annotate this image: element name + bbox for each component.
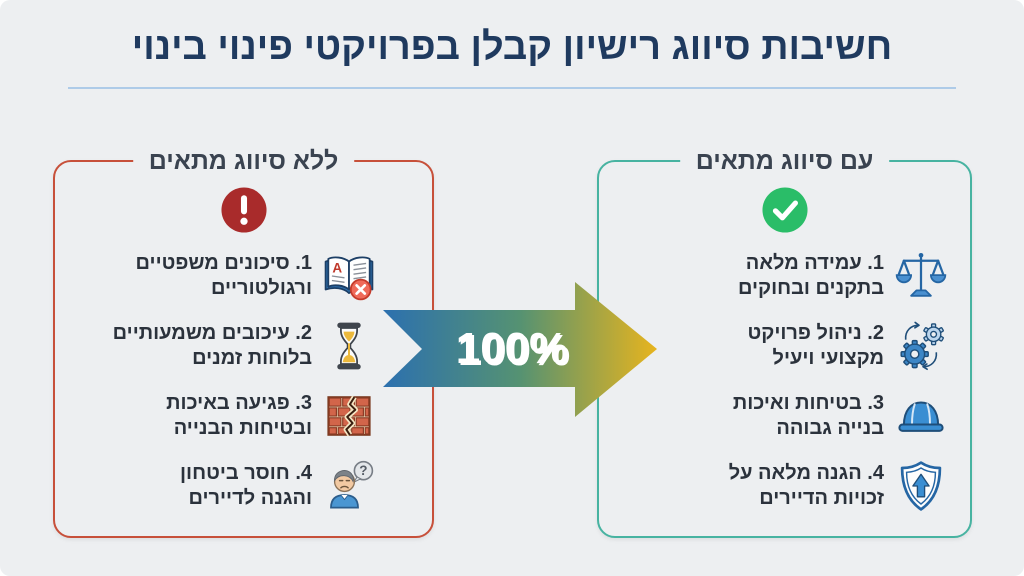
check-icon <box>761 187 808 233</box>
list-item-text: 1. סיכונים משפטיים ורגולטוריים <box>135 252 312 299</box>
arrow-label-shadow: 100% <box>458 326 571 375</box>
arrow-100-percent: 100% 100% <box>383 282 657 417</box>
list-item: 2. עיכובים משמעותיים בלוחות זמנים <box>55 317 432 375</box>
list-item-text: 1. עמידה מלאה בתקנים ובחוקים <box>737 252 884 299</box>
panel-with-classification: עם סיווג מתאים <box>597 144 972 538</box>
list-item: 3. בטיחות ואיכות בנייה גבוהה <box>599 387 970 445</box>
list-item-text: 2. ניהול פרויקט מקצועי ויעיל <box>747 322 884 369</box>
list-item: 4. הגנה מלאה על זכויות הדיירים <box>599 457 970 515</box>
list-item-text: 4. חוסר ביטחון והגנה לדיירים <box>180 462 312 509</box>
list-item-text: 3. פגיעה באיכות ובטיחות הבנייה <box>166 392 312 439</box>
hourglass-icon <box>337 322 361 370</box>
panel-without-classification: ללא סיווג מתאים A <box>53 144 434 538</box>
shield-up-arrow-icon <box>900 461 942 511</box>
worried-person-icon: ? <box>330 460 374 509</box>
list-item: ? 4. חוסר ביטחון והגנה לדיירים <box>55 457 432 515</box>
panel-left-title: ללא סיווג מתאים <box>132 144 355 178</box>
list-item: 3. פגיעה באיכות ובטיחות הבנייה <box>55 387 432 445</box>
title-underline <box>68 87 956 89</box>
law-book-x-icon: A <box>324 256 374 301</box>
svg-text:A: A <box>332 260 342 275</box>
gears-icon <box>900 321 944 371</box>
justice-scales-icon <box>895 252 947 297</box>
arrow-label: 100% <box>456 324 569 373</box>
list-item-text: 4. הגנה מלאה על זכויות הדיירים <box>728 462 884 509</box>
panel-left-items: A 1. סיכונים משפטיים ורגולטוריים <box>55 247 432 515</box>
panel-right-title: עם סיווג מתאים <box>679 144 890 178</box>
cracked-wall-icon <box>327 395 371 437</box>
list-item: 2. ניהול פרויקט מקצועי ויעיל <box>599 317 970 375</box>
list-item-text: 2. עיכובים משמעותיים בלוחות זמנים <box>112 322 312 369</box>
hard-hat-icon <box>898 401 944 432</box>
list-item: A 1. סיכונים משפטיים ורגולטוריים <box>55 247 432 305</box>
svg-text:?: ? <box>359 463 367 478</box>
page-title: חשיבות סיווג רישיון קבלן בפרויקטי פינוי … <box>131 26 893 68</box>
panel-right-items: 1. עמידה מלאה בתקנים ובחוקים <box>599 247 970 515</box>
list-item: 1. עמידה מלאה בתקנים ובחוקים <box>599 247 970 305</box>
list-item-text: 3. בטיחות ואיכות בנייה גבוהה <box>732 392 884 439</box>
warning-icon <box>220 187 267 233</box>
